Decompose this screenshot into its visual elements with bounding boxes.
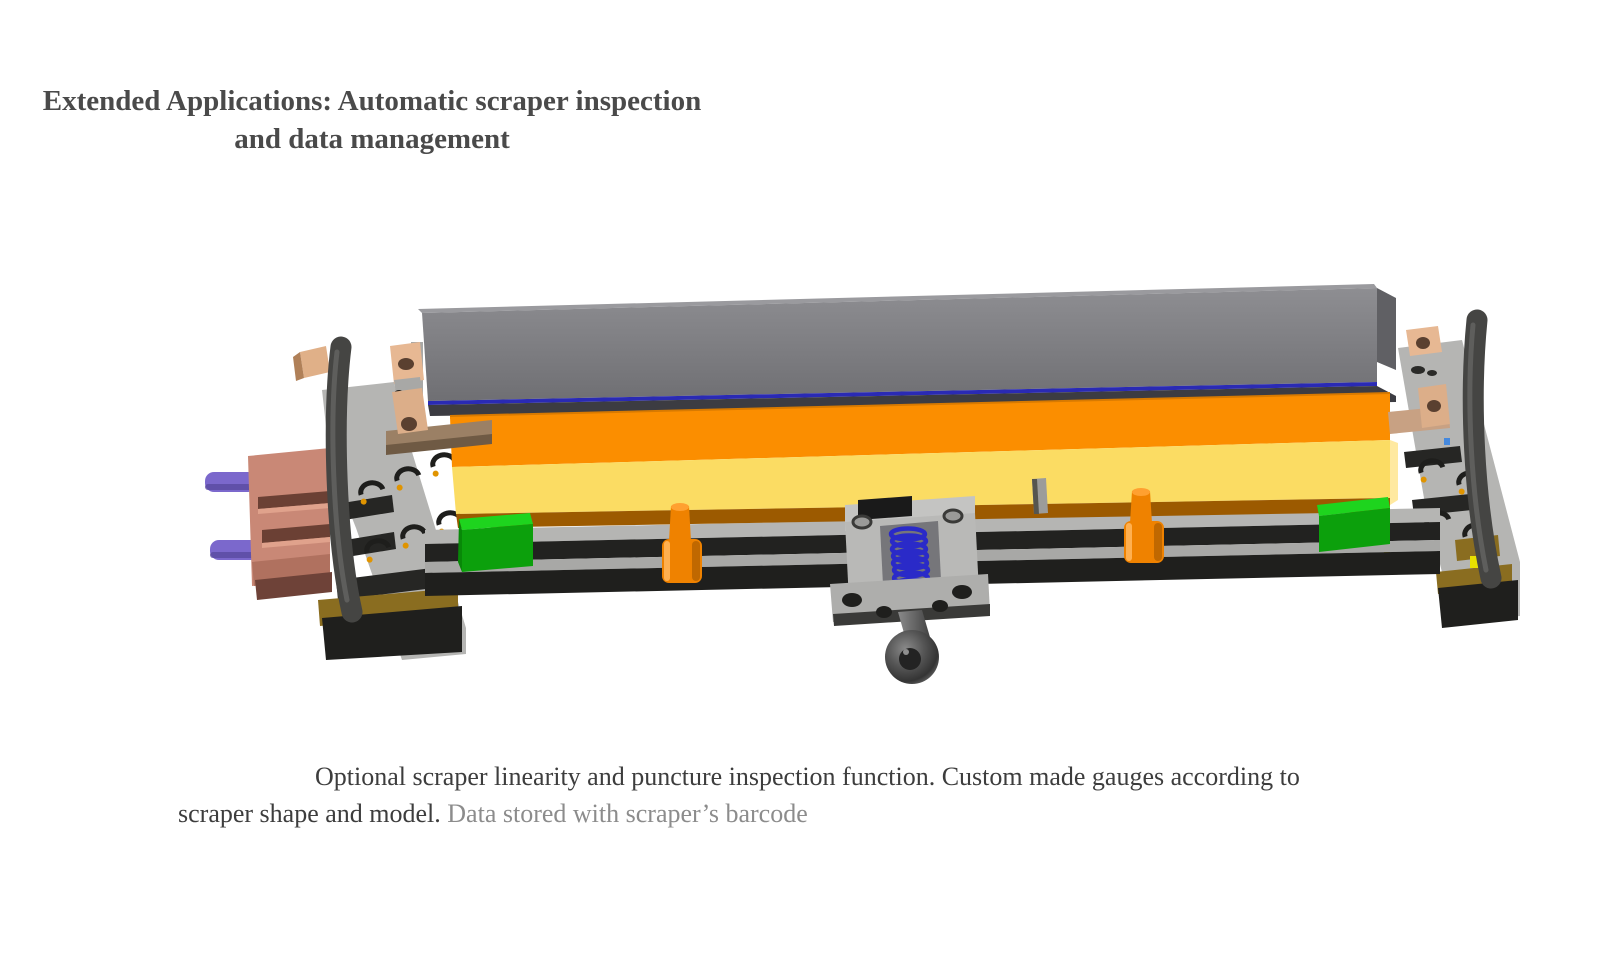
knob-body-shade (1154, 523, 1162, 561)
left-clamp (386, 342, 492, 455)
handle-rod-left (325, 336, 363, 623)
green-block-left-edge (458, 519, 462, 572)
center-bracket (830, 496, 990, 684)
handle-rod-right (1462, 309, 1502, 589)
adjuster-knob-socket (899, 648, 921, 670)
green-block-left-top (459, 513, 533, 530)
knob-neck (669, 506, 691, 541)
handle-rod-right-highlight (1467, 322, 1489, 573)
knob-body-highlight (664, 541, 670, 581)
holder-right-side (1377, 288, 1396, 370)
flange-hole (952, 585, 972, 599)
caption-line2-light: Data stored with scraper’s barcode (440, 799, 808, 828)
green-block-right-front (1319, 508, 1390, 552)
holder-top-edge (418, 284, 1377, 313)
left-plate-stripe (336, 568, 434, 600)
blade-orange-band (450, 394, 1390, 467)
knob-neck-top (1132, 488, 1150, 496)
bracket-post (942, 508, 964, 524)
handle-rod-left-highlight (330, 349, 350, 603)
blade-right-facet (1390, 440, 1398, 505)
bracket-top-slot (858, 496, 912, 520)
right-plate-stripe (1404, 446, 1462, 468)
pink-block-bottom (255, 572, 332, 600)
flange-hole (932, 600, 948, 612)
bracket-post (851, 514, 873, 530)
green-block-right-top (1317, 497, 1390, 516)
green-blocks (458, 497, 1390, 572)
right-clamp (1388, 326, 1450, 434)
clamp-hole (401, 417, 417, 431)
caption-line1: Optional scraper linearity and puncture … (315, 762, 1300, 791)
scraper-holder-block (418, 284, 1396, 416)
screw-hole (1411, 366, 1425, 374)
blade-yellow-band (452, 440, 1390, 514)
yellow-detail (1470, 556, 1478, 568)
pink-block-slot-lip (262, 537, 330, 548)
pink-connector-block (248, 448, 332, 600)
holder-front-face (422, 288, 1377, 401)
adjuster-knob-highlight (903, 649, 909, 655)
left-tan-bar (386, 420, 492, 449)
flange-hole (876, 606, 892, 618)
pink-block-slot-lip (258, 503, 330, 514)
caption-line2-dark: scraper shape and model. (178, 799, 441, 828)
caption-line2: scraper shape and model. Data stored wit… (178, 795, 1488, 832)
blue-detail (1444, 438, 1450, 445)
purple-pin-shade (210, 552, 264, 558)
alignment-tab (1032, 478, 1048, 514)
page-title-line2: and data management (234, 123, 510, 155)
page-title: Extended Applications: Automatic scraper… (27, 82, 717, 158)
clamp-hole (1416, 337, 1430, 349)
knob-body-highlight (1126, 523, 1132, 561)
clamp-hole (398, 358, 414, 370)
holder-under-edge (428, 386, 1396, 416)
knob-body-shade (692, 541, 700, 581)
orange-knob-right (1124, 488, 1164, 563)
knob-neck (1130, 491, 1152, 523)
clamp-hole (1427, 400, 1441, 412)
purple-pins (205, 472, 264, 560)
left-copper-lower (392, 388, 428, 434)
right-foot (1438, 580, 1518, 628)
flange-hole (842, 593, 862, 607)
screw-hole (1427, 370, 1437, 376)
knob-neck-top (671, 503, 689, 511)
left-top-tan-piece-side (293, 352, 304, 381)
handle-rods (325, 309, 1502, 623)
orange-knob-left (662, 503, 702, 583)
green-block-left-front (462, 524, 533, 572)
left-top-tan-piece (300, 346, 330, 378)
caption: Optional scraper linearity and puncture … (178, 758, 1488, 832)
tab-shade (1032, 479, 1039, 514)
purple-pin-shade (205, 484, 257, 490)
left-tan-bar-shade (386, 434, 492, 455)
pink-block-face (248, 448, 330, 586)
pink-block-slot (262, 524, 330, 543)
page-title-line1: Extended Applications: Automatic scraper… (42, 85, 702, 117)
holder-blue-line (428, 382, 1377, 405)
